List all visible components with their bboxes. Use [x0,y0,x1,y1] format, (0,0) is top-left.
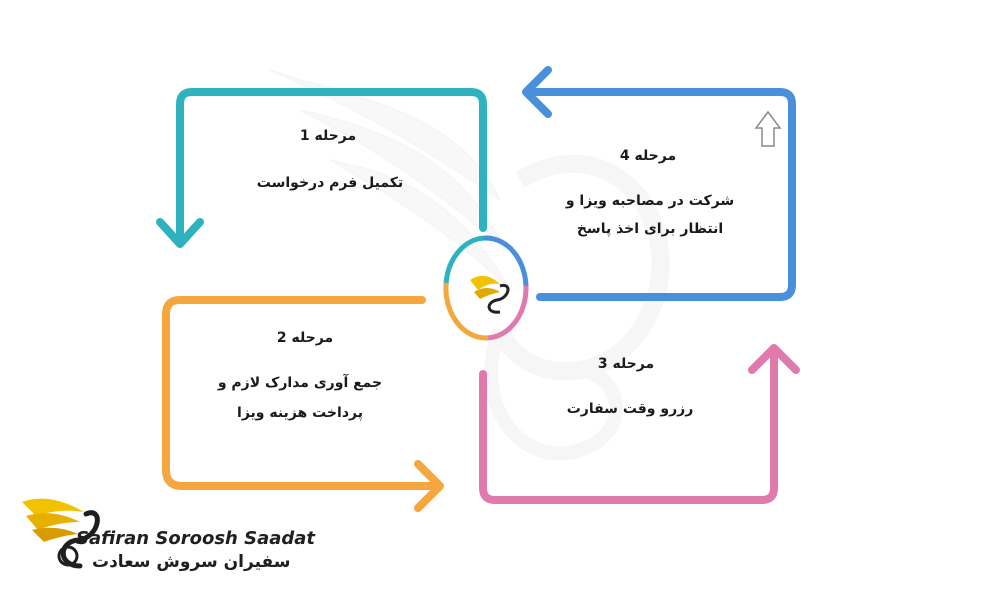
step2-text-line1: جمع آوری مدارک لازم و [217,375,383,391]
watermark-logo [269,69,670,461]
step4-text-line1: شرکت در مصاحبه ویزا و [565,193,735,209]
step3-arrow [479,346,778,504]
brand-name-en: Safiran Soroosh Saadat [76,528,316,549]
center-logo [470,275,510,314]
step4-arrow [524,88,796,301]
up-arrow-icon [754,110,782,147]
brand-logo-icon [22,498,100,569]
step3-title: مرحله 3 [597,356,655,372]
step2-arrowhead [414,460,444,512]
step4-title: مرحله 4 [619,148,677,164]
step2-arrow [162,296,442,490]
step4-arrowhead [522,66,552,118]
step3-text: رزرو وقت سفارت [566,401,694,417]
step3-arrowhead [748,344,800,374]
step2-title: مرحله 2 [276,330,334,346]
center-circle [443,235,529,341]
step1-text: تکمیل فرم درخواست [256,175,404,191]
step1-arrow [176,88,487,246]
step2-text-line2: پرداخت هزینه ویزا [237,405,363,421]
brand-name-fa: سفیران سروش سعادت [92,552,291,572]
step1-title: مرحله 1 [299,128,357,144]
step1-arrowhead [156,218,204,248]
step4-text-line2: انتظار برای اخذ پاسخ [576,221,724,237]
